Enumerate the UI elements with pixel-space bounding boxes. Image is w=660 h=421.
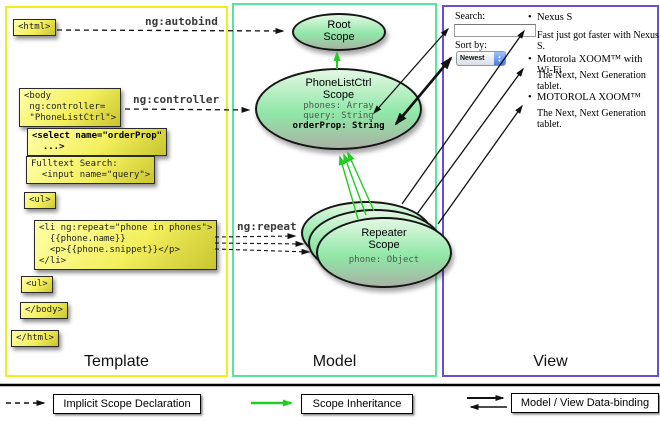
view-item-desc: The Next, Next Generation tablet. (537, 70, 646, 92)
view-item-desc: The Next, Next Generation tablet. (537, 108, 646, 130)
code-li-repeat: <li ng:repeat="phone in phones"> {{phone… (34, 220, 218, 270)
root-scope-title: Root Scope (323, 19, 355, 43)
template-section-label: Template (84, 353, 149, 370)
view-section-label: View (533, 353, 568, 370)
view-item-desc: Fast just got faster with Nexus S. (537, 30, 659, 52)
view-search-label: Search: (455, 11, 485, 22)
prop-orderprop: orderProp: String (292, 121, 385, 131)
code-ul-open: <ul> (24, 192, 56, 209)
prop-phone: phone: Object (348, 255, 420, 265)
root-scope-ellipse: Root Scope (292, 13, 386, 51)
view-item-title: Motorola XOOM™ with Wi-Fi (528, 54, 660, 76)
model-section-box: Model (232, 3, 437, 377)
view-sortby-label: Sort by: (455, 40, 487, 51)
prop-query: query: String (303, 111, 374, 121)
sortby-dropdown[interactable]: Newest ▲▼ (456, 51, 506, 66)
legend-implicit-scope: Implicit Scope Declaration (53, 394, 201, 414)
repeater-scope-title: Repeater Scope (361, 227, 407, 251)
phonelistctrl-scope-ellipse: PhoneListCtrl Scope phones: Array query:… (255, 68, 422, 150)
label-ng-controller: ng:controller (133, 93, 220, 106)
phonelistctrl-scope-title: PhoneListCtrl Scope (305, 77, 372, 101)
code-fulltext-search: Fulltext Search: <input name="query"> (26, 156, 156, 184)
label-ng-repeat: ng:repeat (237, 220, 297, 233)
sortby-selected-value: Newest (460, 55, 485, 62)
view-item-title: MOTOROLA XOOM™ (528, 92, 641, 103)
label-ng-autobind: ng:autobind (145, 15, 218, 28)
view-item-title: Nexus S (528, 12, 572, 23)
prop-phones: phones: Array (303, 101, 374, 111)
repeater-scope-ellipse-front: Repeater Scope phone: Object (316, 217, 452, 288)
code-body-open: <body ng:controller= "PhoneListCtrl"> (19, 88, 122, 127)
code-body-close: </body> (20, 302, 68, 319)
code-html-close: </html> (11, 330, 59, 347)
legend-data-binding: Model / View Data-binding (511, 393, 659, 413)
legend-scope-inheritance: Scope Inheritance (301, 394, 413, 414)
code-ul-close: <ul> (21, 276, 53, 293)
search-input[interactable] (454, 24, 536, 37)
dropdown-stepper-icon: ▲▼ (494, 52, 505, 65)
model-section-label: Model (312, 353, 357, 370)
code-select: <select name="orderProp" ...> (27, 128, 168, 156)
code-html-open: <html> (13, 19, 56, 36)
